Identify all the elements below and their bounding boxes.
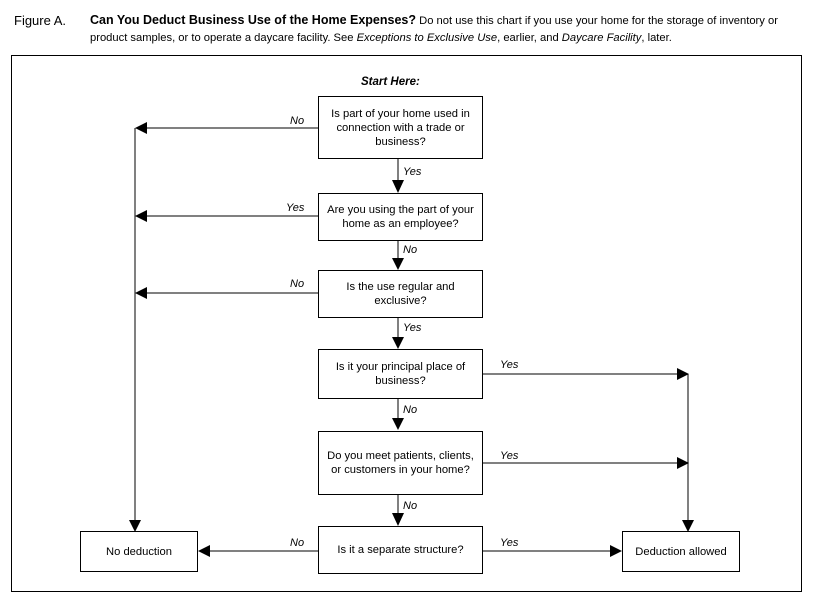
start-label: Start Here: bbox=[361, 76, 420, 88]
figure-caption: Figure A. Can You Deduct Business Use of… bbox=[14, 12, 804, 47]
label-q2-yes: Yes bbox=[286, 202, 305, 214]
outcome-no-deduction: No deduction bbox=[80, 531, 198, 572]
outcome-deduction-allowed: Deduction allowed bbox=[622, 531, 740, 572]
arrowhead-q2-yes bbox=[135, 210, 147, 222]
label-q5-yes: Yes bbox=[500, 450, 519, 462]
question-box-3: Is the use regular and exclusive? bbox=[318, 270, 483, 318]
question-box-4: Is it your principal place of business? bbox=[318, 349, 483, 399]
arrowhead-deduction-allowed bbox=[682, 520, 694, 532]
question-box-5: Do you meet patients, clients, or custom… bbox=[318, 431, 483, 495]
arrowhead-no-deduction bbox=[129, 520, 141, 532]
figure-caption-text: Can You Deduct Business Use of the Home … bbox=[90, 12, 804, 47]
label-q4-yes: Yes bbox=[500, 359, 519, 371]
label-q1-yes: Yes bbox=[403, 166, 422, 178]
label-q4-no: No bbox=[403, 404, 418, 416]
arrowhead-q5-yes bbox=[677, 457, 689, 469]
question-box-1: Is part of your home used in connection … bbox=[318, 96, 483, 159]
arrowhead-q2-down bbox=[392, 258, 404, 270]
label-q3-no: No bbox=[290, 278, 305, 290]
arrowhead-q3-no bbox=[135, 287, 147, 299]
arrowhead-q4-yes bbox=[677, 368, 689, 380]
caption-italic-2: Daycare Facility bbox=[561, 32, 642, 44]
figure-title: Can You Deduct Business Use of the Home … bbox=[90, 13, 417, 27]
caption-italic-1: Exceptions to Exclusive Use bbox=[356, 32, 498, 44]
label-q6-no: No bbox=[290, 537, 305, 549]
label-q2-no: No bbox=[403, 244, 418, 256]
label-q1-no: No bbox=[290, 115, 305, 127]
arrowhead-q6-no bbox=[198, 545, 210, 557]
arrowhead-q1-no bbox=[135, 122, 147, 134]
arrowhead-q3-down bbox=[392, 337, 404, 349]
label-q3-yes: Yes bbox=[403, 322, 422, 334]
arrowhead-q6-yes bbox=[610, 545, 622, 557]
figure-label: Figure A. bbox=[14, 13, 67, 28]
question-box-6: Is it a separate structure? bbox=[318, 526, 483, 574]
label-q6-yes: Yes bbox=[500, 537, 519, 549]
caption-text-1: Do not use this chart if you use your ho… bbox=[90, 15, 778, 44]
caption-text-3: , later. bbox=[641, 32, 672, 44]
question-box-2: Are you using the part of your home as a… bbox=[318, 193, 483, 241]
caption-text-2: , earlier, and bbox=[497, 32, 562, 44]
flowchart-frame bbox=[11, 55, 802, 592]
arrowhead-q4-down bbox=[392, 418, 404, 430]
label-q5-no: No bbox=[403, 500, 418, 512]
arrowhead-q5-down bbox=[392, 513, 404, 526]
arrowhead-q1-down bbox=[392, 180, 404, 193]
